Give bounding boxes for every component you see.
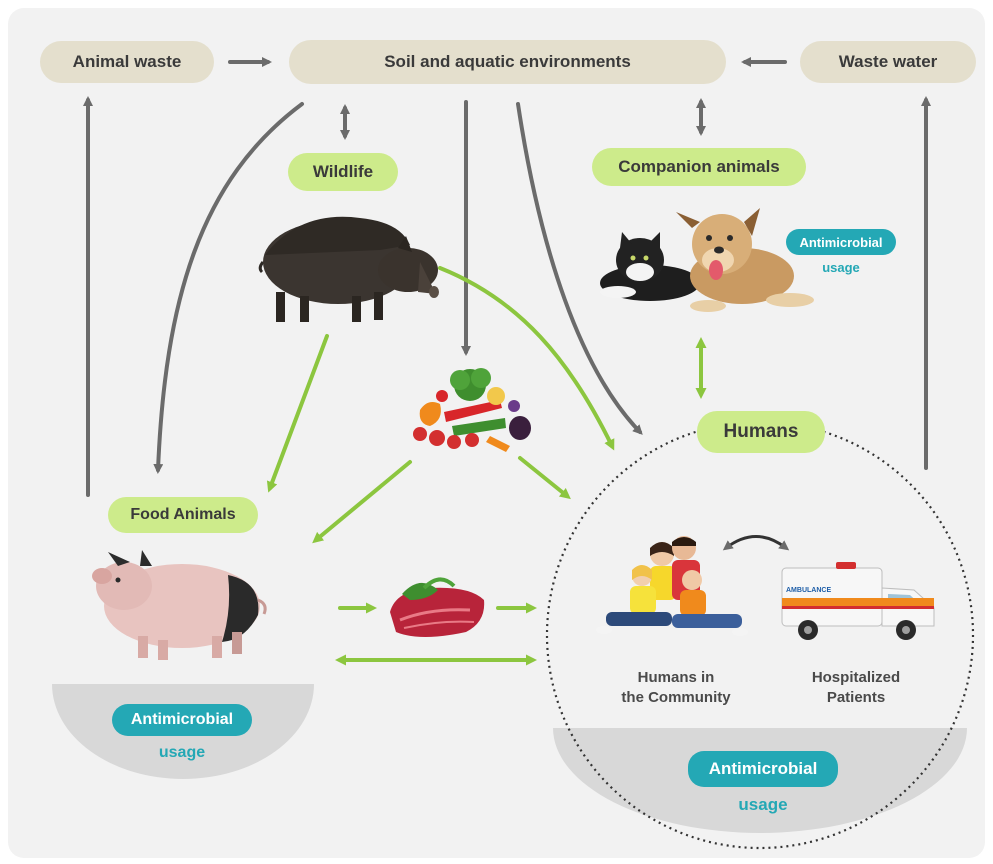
arrow-produce-to-humans bbox=[518, 456, 571, 500]
ambulance-image: AMBULANCE bbox=[781, 562, 935, 640]
wild-boar-image bbox=[258, 216, 439, 322]
arrow-wildlife-to-humans bbox=[438, 266, 615, 451]
caption-humans-community-line2: the Community bbox=[621, 689, 731, 706]
node-companion-animals: Companion animals bbox=[592, 148, 806, 186]
ambulance-lettering: AMBULANCE bbox=[786, 587, 831, 594]
node-animal-waste: Animal waste bbox=[40, 41, 214, 83]
arrow-community-hospital bbox=[722, 535, 790, 551]
caption-humans-community: Humans in the Community bbox=[596, 668, 756, 708]
pig-image bbox=[92, 550, 267, 660]
arrow-soil-to-humans bbox=[516, 102, 643, 435]
arrow-produce-to-food-animals bbox=[312, 460, 412, 544]
usage-label-companion: usage bbox=[822, 260, 860, 275]
antimicrobial-badge-humans: Antimicrobial bbox=[688, 751, 838, 787]
family-image bbox=[596, 536, 748, 636]
caption-humans-community-line1: Humans in bbox=[637, 669, 715, 686]
antimicrobial-badge-food-animals: Antimicrobial bbox=[112, 704, 252, 736]
cat-and-dog-image bbox=[600, 208, 814, 312]
meat-image bbox=[390, 577, 485, 637]
caption-hospitalized-patients: Hospitalized Patients bbox=[786, 668, 926, 708]
node-wildlife: Wildlife bbox=[288, 153, 398, 191]
antimicrobial-badge-companion: Antimicrobial bbox=[786, 229, 896, 255]
usage-label-humans: usage bbox=[738, 795, 788, 814]
arrow-soil-to-food-animals bbox=[153, 102, 304, 474]
arrow-wildlife-to-food-animals bbox=[266, 334, 329, 493]
vegetables-image bbox=[413, 368, 531, 452]
node-soil-aquatic: Soil and aquatic environments bbox=[289, 40, 726, 84]
node-waste-water: Waste water bbox=[800, 41, 976, 83]
usage-label-food-animals: usage bbox=[158, 744, 206, 761]
node-food-animals: Food Animals bbox=[108, 497, 258, 533]
caption-hospitalized-line2: Patients bbox=[826, 689, 886, 706]
node-humans: Humans bbox=[697, 411, 825, 453]
caption-hospitalized-line1: Hospitalized bbox=[811, 669, 901, 686]
